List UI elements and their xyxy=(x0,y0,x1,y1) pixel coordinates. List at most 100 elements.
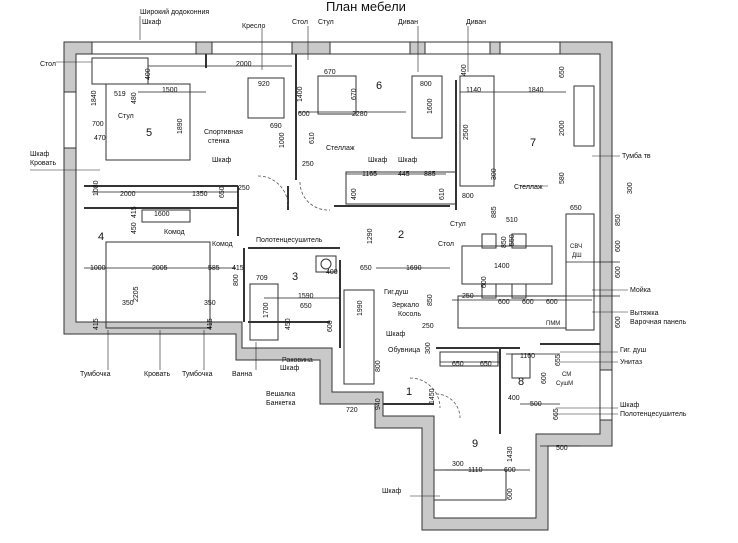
dim: 700 xyxy=(92,121,104,128)
room-number: 4 xyxy=(98,231,104,243)
label-shkaf-hall: Шкаф xyxy=(386,331,406,338)
windows xyxy=(63,41,613,421)
dim: 600 xyxy=(615,240,622,252)
dim: 600 xyxy=(504,467,516,474)
label-varochnaya: Варочная панель xyxy=(630,319,687,326)
dim: 650 xyxy=(360,265,372,272)
chair-3 xyxy=(481,283,497,299)
chair-1 xyxy=(481,233,497,249)
sink-bowl xyxy=(320,258,332,270)
sofa-room7 xyxy=(459,75,495,187)
dim: 580 xyxy=(559,172,566,184)
table-room6 xyxy=(317,75,357,115)
dim: 600 xyxy=(498,299,510,306)
room-number: 5 xyxy=(146,127,152,139)
room-number: 2 xyxy=(398,229,404,241)
dim: 665 xyxy=(553,408,560,420)
dim: 300 xyxy=(425,342,432,354)
dim: 400 xyxy=(326,269,338,276)
dim: 1840 xyxy=(91,90,98,106)
sink-room3 xyxy=(315,255,337,273)
room-number: 8 xyxy=(518,376,524,388)
dim: 1690 xyxy=(406,265,422,272)
dim: 1450 xyxy=(429,388,436,404)
dim: 850 xyxy=(501,236,508,248)
dim: 2280 xyxy=(352,111,368,118)
dimension-values: 2000 920 670 1500 519 700 470 2280 600 8… xyxy=(90,61,634,500)
label-shkaf-left: Шкаф xyxy=(30,151,50,158)
tv-stand xyxy=(573,85,595,147)
label-veshalka: Вешалка xyxy=(266,391,295,398)
dim: 650 xyxy=(300,303,312,310)
room-number: 1 xyxy=(406,386,412,398)
dim: 400 xyxy=(508,395,520,402)
label-gig-dush-1: Гиг.душ xyxy=(384,289,409,296)
label-sport: Спортивная xyxy=(204,129,243,136)
interior-walls xyxy=(84,54,600,434)
label-du: ДШ xyxy=(572,253,582,259)
label-shirokiy: Широкий додоконния xyxy=(140,8,209,16)
dim: 1890 xyxy=(177,118,184,134)
label-polotence-1: Полотенцесушитель xyxy=(256,237,323,244)
dim: 300 xyxy=(491,168,498,180)
label-sm: СМ xyxy=(562,372,571,378)
dim: 400 xyxy=(461,64,468,76)
dim: 600 xyxy=(546,299,558,306)
exterior-walls xyxy=(63,41,613,531)
dim: 400 xyxy=(351,188,358,200)
dim: 600 xyxy=(522,299,534,306)
dim: 1350 xyxy=(192,191,208,198)
dim: 510 xyxy=(506,217,518,224)
annotation-labels: Широкий додоконния Шкаф Кресло Стол Стул… xyxy=(30,8,687,495)
dim: 519 xyxy=(114,91,126,98)
label-shkaf-r2b: Шкаф xyxy=(398,157,418,164)
dim: 920 xyxy=(258,81,270,88)
dim: 650 xyxy=(570,205,582,212)
label-divan-1: Диван xyxy=(398,19,418,26)
label-polotence-2: Полотенцесушитель xyxy=(620,411,687,418)
label-komod-1: Комод xyxy=(164,229,185,236)
dim: 480 xyxy=(131,92,138,104)
label-krovat-bottom: Кровать xyxy=(144,371,170,378)
room-numbers: 1 2 3 4 5 6 7 8 9 xyxy=(98,80,536,450)
dim: 1110 xyxy=(468,467,483,474)
label-gig-dush-2: Гиг. душ xyxy=(620,347,646,354)
kitchen-table xyxy=(461,245,553,285)
dim: 415 xyxy=(131,206,138,218)
dim: 1000 xyxy=(279,132,286,148)
dim: 800 xyxy=(233,274,240,286)
dim: 350 xyxy=(204,300,216,307)
dim: 1080 xyxy=(93,180,100,196)
room-number: 3 xyxy=(292,271,298,283)
dim: 585 xyxy=(208,265,220,272)
label-kreslo: Кресло xyxy=(242,23,266,30)
bath xyxy=(249,283,279,341)
label-svch: СВЧ xyxy=(570,244,582,250)
dim: 670 xyxy=(324,69,336,76)
dim: 1160 xyxy=(520,353,535,360)
label-moyka: Мойка xyxy=(630,286,651,294)
label-vanna: Ванна xyxy=(232,371,252,378)
label-tumba-tv: Тумба тв xyxy=(622,152,651,160)
dim: 300 xyxy=(452,461,464,468)
label-shkaf-top: Шкаф xyxy=(142,19,162,26)
dim: 800 xyxy=(462,193,474,200)
label-stul-kitchen: Стул xyxy=(450,221,466,228)
door-swings xyxy=(257,175,461,419)
dim: 1590 xyxy=(298,293,314,300)
dim: 600 xyxy=(481,276,488,288)
dim: 445 xyxy=(398,171,410,178)
dim: 650 xyxy=(480,361,492,368)
label-krovat-left: Кровать xyxy=(30,160,56,167)
sofa-room6 xyxy=(411,75,443,139)
dim: 885 xyxy=(424,171,436,178)
bed-room4 xyxy=(105,241,211,329)
label-pmm: ПММ xyxy=(546,321,560,327)
label-stol-kitchen: Стол xyxy=(438,241,454,248)
dim: 650 xyxy=(559,66,566,78)
dim: 600 xyxy=(615,266,622,278)
dim: 850 xyxy=(615,214,622,226)
room-number: 6 xyxy=(376,80,382,92)
dim: 940 xyxy=(375,398,382,410)
dim: 550 xyxy=(509,234,516,246)
